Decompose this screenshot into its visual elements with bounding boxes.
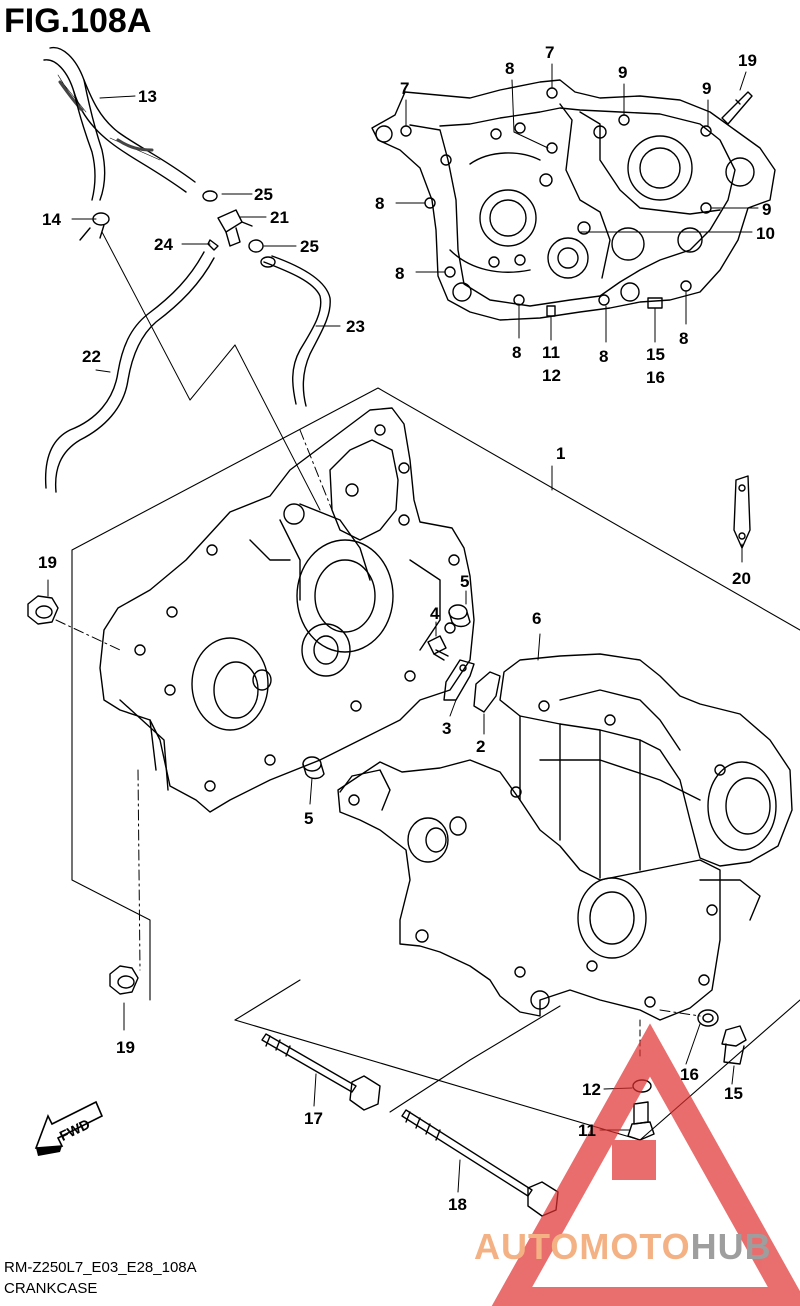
clip-24	[207, 239, 219, 251]
callout-11-bottom: 11	[578, 1121, 596, 1140]
callout-10: 10	[756, 224, 775, 243]
plate-3	[443, 659, 475, 701]
figure-title: FIG.108A	[4, 2, 152, 40]
callout-15-bottom: 15	[724, 1084, 743, 1103]
figure-code: RM-Z250L7_E03_E28_108A	[4, 1259, 197, 1276]
nut-19-bottom	[109, 965, 139, 995]
callout-8-bottom-a: 8	[512, 343, 521, 362]
callout-7-right: 7	[545, 43, 554, 62]
callout-7-left: 7	[400, 79, 409, 98]
callout-19-bottom: 19	[116, 1038, 135, 1057]
bracket-20	[733, 475, 751, 549]
callout-8-left: 8	[375, 194, 384, 213]
callout-12-bottom: 12	[582, 1080, 601, 1099]
callout-17: 17	[304, 1109, 323, 1128]
figure-name: CRANKCASE	[4, 1280, 98, 1297]
callout-8-bottom-c: 8	[679, 329, 688, 348]
watermark-text: AUTOMOTOHUB	[474, 1226, 772, 1268]
nut-19-left	[27, 595, 59, 625]
bracket-19-top	[721, 91, 753, 125]
joint-21	[217, 209, 253, 247]
callout-8-left-lower: 8	[395, 264, 404, 283]
crankcase-right-1	[99, 407, 475, 813]
clamp-14	[79, 212, 110, 241]
assembly-outline	[71, 387, 800, 1141]
callout-3: 3	[442, 719, 451, 738]
callout-15-top: 15	[646, 345, 665, 364]
hose-23	[260, 255, 331, 407]
bolt-17	[261, 1033, 381, 1111]
callout-9-top-a: 9	[618, 63, 627, 82]
callout-5-upper: 5	[460, 572, 469, 591]
callout-19-left: 19	[38, 553, 57, 572]
callout-23: 23	[346, 317, 365, 336]
callout-9-right: 9	[762, 200, 771, 219]
fwd-arrow-icon: FWD	[34, 1100, 104, 1156]
watermark-part1: AUTOMOTO	[474, 1226, 691, 1267]
bolt-4	[427, 635, 449, 661]
callout-18: 18	[448, 1195, 467, 1214]
callout-22: 22	[82, 347, 101, 366]
callout-2: 2	[476, 737, 485, 756]
callout-20: 20	[732, 569, 751, 588]
watermark-triangle-icon	[491, 1023, 800, 1306]
plug-15	[721, 1025, 747, 1065]
callout-16-bottom: 16	[680, 1065, 699, 1084]
callout-21: 21	[270, 208, 289, 227]
bolt-18	[401, 1109, 559, 1217]
callout-1: 1	[556, 444, 565, 463]
watermark-part2: HUB	[690, 1226, 772, 1267]
callout-24: 24	[154, 235, 173, 254]
dowel-5-lower	[302, 756, 325, 780]
callout-5-lower: 5	[304, 809, 313, 828]
dowel-5-upper	[448, 604, 471, 628]
callout-6: 6	[532, 609, 541, 628]
crankcase-inner-view	[371, 79, 776, 321]
callout-11-top: 11	[542, 343, 560, 362]
callout-8-top: 8	[505, 59, 514, 78]
callout-16-top: 16	[646, 368, 665, 387]
callout-25-bottom: 25	[300, 237, 319, 256]
callout-13: 13	[138, 87, 157, 106]
callout-19-top: 19	[738, 51, 757, 70]
clips-25	[202, 190, 264, 253]
callout-25-top: 25	[254, 185, 273, 204]
callout-12-top: 12	[542, 366, 561, 385]
hose-22	[44, 251, 215, 493]
gasket-2	[473, 671, 501, 713]
breather-hose-13	[43, 46, 196, 201]
callout-4: 4	[430, 604, 440, 623]
crankcase-left-6	[337, 653, 793, 1021]
callout-9-top-b: 9	[702, 79, 711, 98]
callout-8-bottom-b: 8	[599, 347, 608, 366]
callout-14: 14	[42, 210, 61, 229]
washer-16	[697, 1009, 719, 1027]
bolt-11	[627, 1101, 655, 1141]
